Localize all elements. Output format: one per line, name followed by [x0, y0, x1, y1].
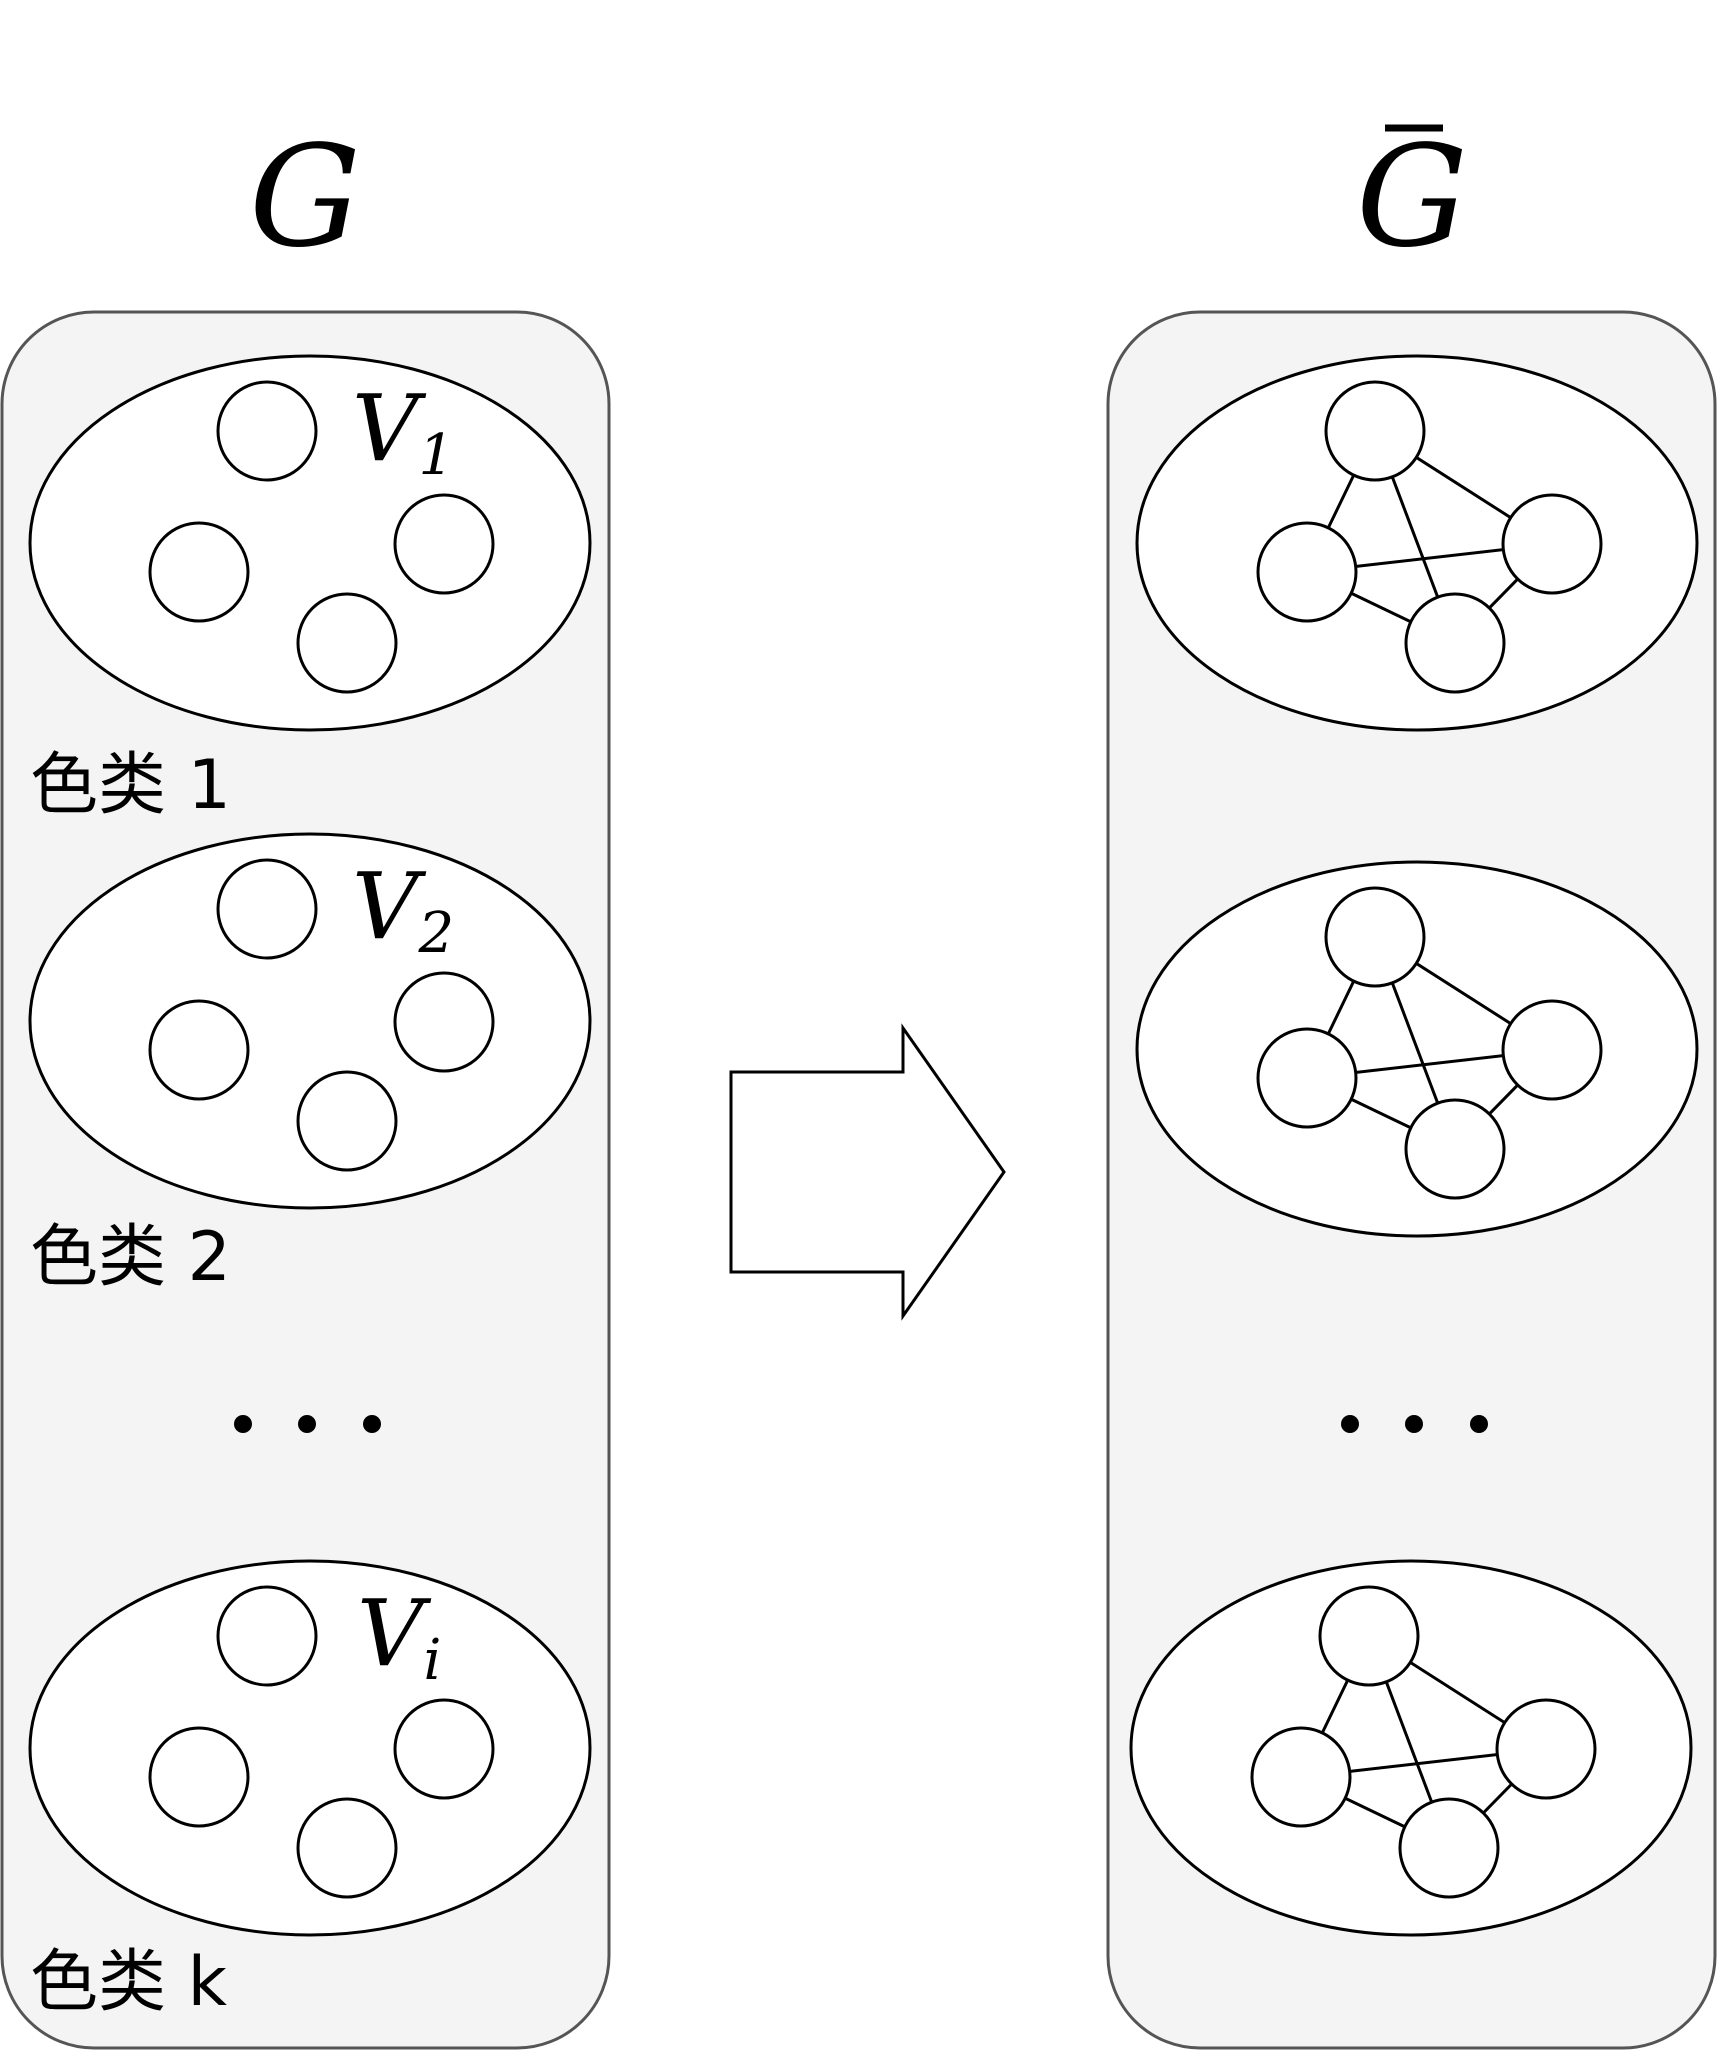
vertex: [1501, 493, 1603, 595]
vertex: [1404, 1098, 1506, 1200]
vertex: [216, 858, 318, 960]
ellipsis-dot: [1405, 1415, 1423, 1433]
ellipsis-dot: [1470, 1415, 1488, 1433]
ellipsis-right: [1341, 1415, 1488, 1433]
clique-k: [1129, 1559, 1693, 1937]
vertex: [1318, 1585, 1420, 1687]
vertex-set-label: Vi: [357, 1580, 441, 1693]
class-ellipse: [28, 354, 592, 732]
color-class-label: 色类 2: [30, 1218, 231, 1297]
vertex: [393, 1698, 495, 1800]
vertex: [296, 1070, 398, 1172]
vertex-set-label: V1: [352, 375, 454, 488]
class-ellipse: [28, 1559, 592, 1937]
vertex: [1495, 1698, 1597, 1800]
vertex: [148, 999, 250, 1101]
clique-1: [1135, 354, 1699, 732]
class-ellipse: [28, 832, 592, 1210]
right-graph-title-text: G: [1356, 116, 1468, 279]
ellipsis-dot: [363, 1415, 381, 1433]
ellipsis-dot: [234, 1415, 252, 1433]
vertex: [1501, 999, 1603, 1101]
ellipsis-dot: [298, 1415, 316, 1433]
color-class-label: 色类 k: [30, 1943, 228, 2022]
vertex: [393, 493, 495, 595]
ellipsis-dot: [1341, 1415, 1359, 1433]
vertex: [1324, 886, 1426, 988]
vertex: [296, 592, 398, 694]
vertex: [216, 380, 318, 482]
color-class-1: V1 色类 1: [28, 354, 592, 825]
color-class-k: Vi 色类 k: [28, 1559, 592, 2022]
vertex: [1256, 521, 1358, 623]
vertex-set-label: V2: [352, 853, 454, 966]
vertex: [393, 971, 495, 1073]
color-class-label: 色类 1: [30, 746, 231, 825]
vertex: [1404, 592, 1506, 694]
vertex: [148, 1726, 250, 1828]
vertex: [1250, 1726, 1352, 1828]
vertex: [296, 1797, 398, 1899]
ellipsis-left: [234, 1415, 381, 1433]
vertex: [1324, 380, 1426, 482]
vertex: [1398, 1797, 1500, 1899]
vertex: [148, 521, 250, 623]
color-class-2: V2 色类 2: [28, 832, 592, 1297]
vertex: [216, 1585, 318, 1687]
clique-2: [1135, 860, 1699, 1238]
vertex: [1256, 1027, 1358, 1129]
transform-arrow: [729, 1023, 1006, 1321]
right-graph-title: G: [1356, 116, 1468, 279]
left-graph-title: G: [249, 116, 361, 279]
